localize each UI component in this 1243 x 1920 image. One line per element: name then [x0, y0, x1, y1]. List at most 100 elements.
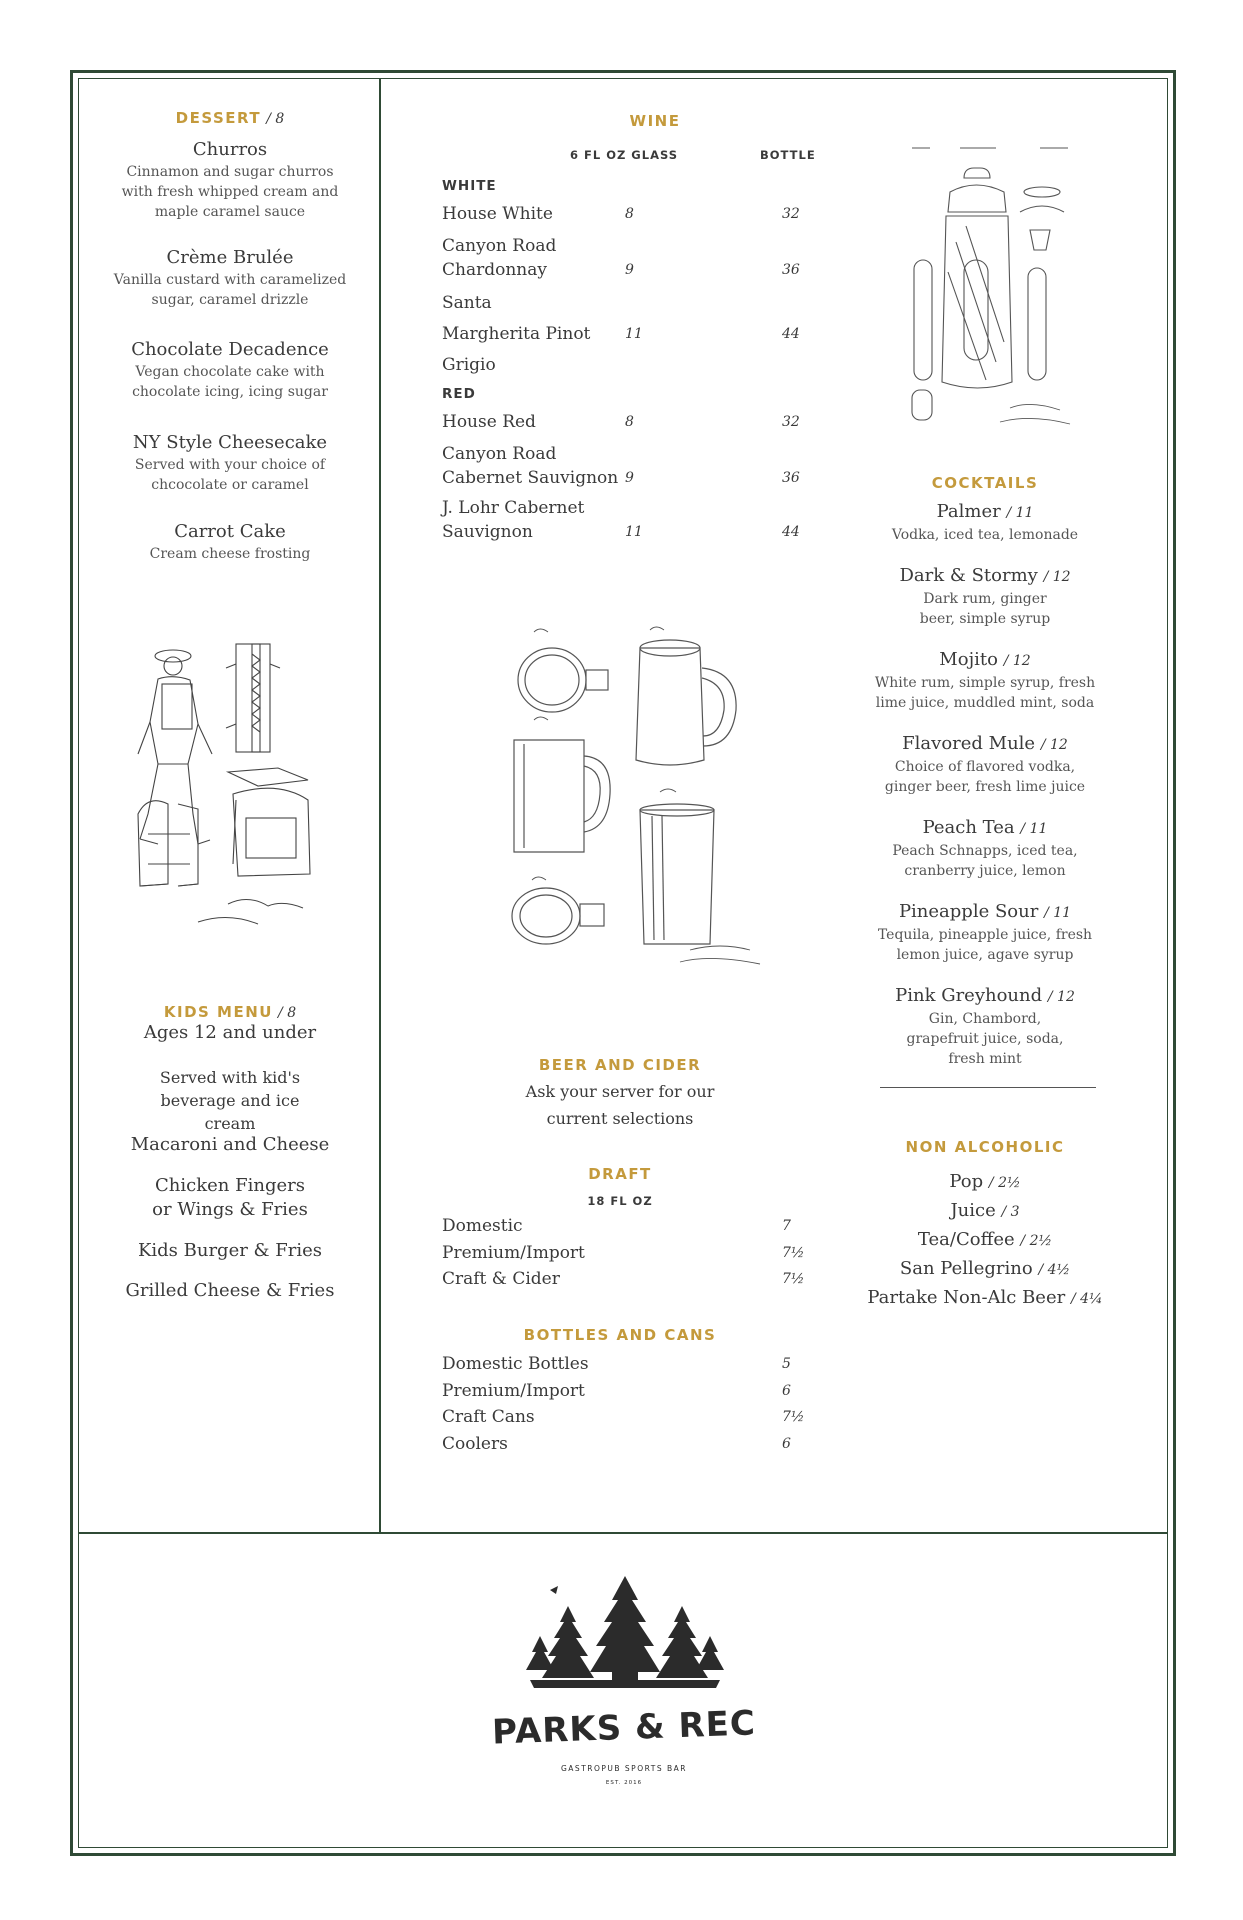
draft-price: 7 [782, 1218, 791, 1234]
cocktail-price: / 11 [1044, 905, 1072, 921]
nonalc-name: Tea/Coffee [917, 1229, 1015, 1250]
bottle-row: Premium/Import 6 [442, 1378, 802, 1404]
bottle-name: Premium/Import [442, 1381, 585, 1401]
nonalc-item: Pop / 2½ [870, 1170, 1100, 1195]
dessert-item: Carrot Cake Cream cheese frosting [90, 520, 370, 564]
cocktail-name: Palmer [936, 501, 1001, 522]
cocktail-desc: Peach Schnapps, iced tea, cranberry juic… [892, 843, 1078, 879]
dessert-name: Carrot Cake [174, 521, 286, 542]
wine-bottle-label: BOTTLE [760, 148, 816, 162]
dessert-name: Crème Brulée [166, 247, 294, 268]
cocktail-name: Mojito [939, 649, 998, 670]
wine-glass-label: 6 FL OZ GLASS [570, 148, 679, 162]
wine-glass-price: 9 [625, 470, 634, 486]
wine-title: WINE [629, 112, 681, 130]
dessert-desc: Cream cheese frosting [149, 546, 311, 562]
wine-bottle-price: 32 [782, 414, 800, 430]
bottle-price: 5 [782, 1356, 791, 1372]
cocktail-shaker-patent-illustration [911, 147, 1071, 425]
bottle-price: 7½ [782, 1409, 805, 1425]
cocktail-name: Pink Greyhound [895, 985, 1043, 1006]
cocktail-price: / 12 [1043, 569, 1071, 585]
beer-title: BEER AND CIDER [538, 1056, 702, 1074]
kids-note: Served with kid's beverage and ice cream [159, 1068, 301, 1133]
cocktail-price: / 12 [1003, 653, 1031, 669]
nonalc-name: San Pellegrino [899, 1258, 1033, 1279]
bottle-name: Domestic Bottles [442, 1354, 589, 1374]
draft-price: 7½ [782, 1245, 805, 1261]
cocktails-title: COCKTAILS [931, 474, 1039, 492]
nonalc-item: Tea/Coffee / 2½ [870, 1228, 1100, 1253]
inner-frame [78, 78, 1168, 1848]
bottles-title: BOTTLES AND CANS [523, 1326, 717, 1344]
cocktail-desc: Vodka, iced tea, lemonade [891, 527, 1079, 543]
cocktail-item: Peach Tea / 11 Peach Schnapps, iced tea,… [870, 816, 1100, 881]
wine-glass-price: 11 [625, 326, 643, 342]
wine-name: Canyon Road Cabernet Sauvignon [442, 444, 619, 488]
draft-row: Premium/Import 7½ [442, 1240, 805, 1266]
wine-glass-price: 11 [625, 524, 643, 540]
kids-price: / 8 [278, 1005, 297, 1021]
dessert-desc: Cinnamon and sugar churros with fresh wh… [121, 164, 339, 220]
wine-name: Santa Margherita Pinot Grigio [442, 293, 591, 375]
dessert-title: DESSERT [175, 109, 262, 127]
bottle-row: Craft Cans 7½ [442, 1404, 805, 1430]
logo-tagline: GASTROPUB SPORTS BAR [560, 1764, 687, 1773]
wine-bottle-price: 36 [782, 470, 800, 486]
wine-bottle-price: 44 [782, 524, 800, 540]
dessert-price: / 8 [266, 111, 285, 127]
wine-glass-price: 8 [625, 414, 634, 430]
wine-name: Canyon Road Chardonnay [442, 236, 557, 280]
nonalc-price: / 4¼ [1070, 1291, 1103, 1307]
kids-item: Kids Burger & Fries [137, 1240, 323, 1261]
draft-name: Craft & Cider [442, 1269, 560, 1289]
bottle-name: Craft Cans [442, 1407, 535, 1427]
nonalc-item: San Pellegrino / 4½ [870, 1257, 1100, 1282]
nonalc-name: Partake Non-Alc Beer [867, 1287, 1066, 1308]
dessert-item: Crème Brulée Vanilla custard with carame… [90, 246, 370, 310]
cocktail-desc: Dark rum, ginger beer, simple syrup [919, 591, 1051, 627]
cocktail-item: Flavored Mule / 12 Choice of flavored vo… [870, 732, 1100, 797]
pine-trees-logo-icon [526, 1576, 724, 1688]
dessert-name: NY Style Cheesecake [132, 432, 328, 453]
dessert-name: Churros [192, 139, 268, 160]
cocktail-price: / 11 [1020, 821, 1048, 837]
kids-heading: KIDS MENU / 8 [90, 1002, 370, 1021]
kids-title: KIDS MENU [163, 1003, 273, 1021]
logo-est: EST. 2016 [605, 1780, 643, 1786]
cocktail-price: / 11 [1006, 505, 1034, 521]
nonalc-name: Pop [949, 1171, 984, 1192]
nonalc-price: / 2½ [1020, 1233, 1053, 1249]
wine-name: J. Lohr Cabernet Sauvignon [442, 498, 585, 542]
draft-row: Craft & Cider 7½ [442, 1266, 804, 1292]
draft-row: Domestic 7 [442, 1213, 802, 1239]
kids-item: Grilled Cheese & Fries [125, 1280, 335, 1301]
cocktail-item: Pineapple Sour / 11 Tequila, pineapple j… [870, 900, 1100, 965]
cocktail-name: Peach Tea [922, 817, 1015, 838]
wine-bottle-price: 44 [782, 326, 800, 342]
dessert-item: Churros Cinnamon and sugar churros with … [90, 138, 370, 222]
draft-name: Domestic [442, 1216, 523, 1236]
draft-size: 18 FL OZ [587, 1194, 653, 1208]
dessert-desc: Vegan chocolate cake with chocolate icin… [132, 364, 328, 400]
draft-title: DRAFT [588, 1165, 652, 1183]
cocktail-item: Pink Greyhound / 12 Gin, Chambord, grape… [870, 984, 1100, 1069]
cocktail-item: Dark & Stormy / 12 Dark rum, ginger beer… [870, 564, 1100, 629]
beer-mug-patent-illustration [511, 626, 761, 965]
wine-name: House Red [442, 412, 536, 432]
kids-item: Chicken Fingers or Wings & Fries [152, 1175, 308, 1220]
bottle-price: 6 [782, 1383, 791, 1399]
wine-name: House White [442, 204, 553, 224]
cocktail-desc: Tequila, pineapple juice, fresh lemon ju… [877, 927, 1093, 963]
kids-ages: Ages 12 and under [143, 1022, 317, 1043]
dessert-desc: Served with your choice of chcocolate or… [134, 457, 326, 493]
footer-divider [78, 1532, 1168, 1534]
dessert-name: Chocolate Decadence [131, 339, 329, 360]
beer-note: Ask your server for our current selectio… [525, 1082, 715, 1128]
cocktail-item: Mojito / 12 White rum, simple syrup, fre… [870, 648, 1100, 713]
wine-white-label: WHITE [442, 178, 497, 194]
outer-frame [70, 70, 1176, 1856]
cocktail-name: Dark & Stormy [899, 565, 1038, 586]
wine-bottle-price: 36 [782, 262, 800, 278]
cocktail-name: Flavored Mule [902, 733, 1036, 754]
